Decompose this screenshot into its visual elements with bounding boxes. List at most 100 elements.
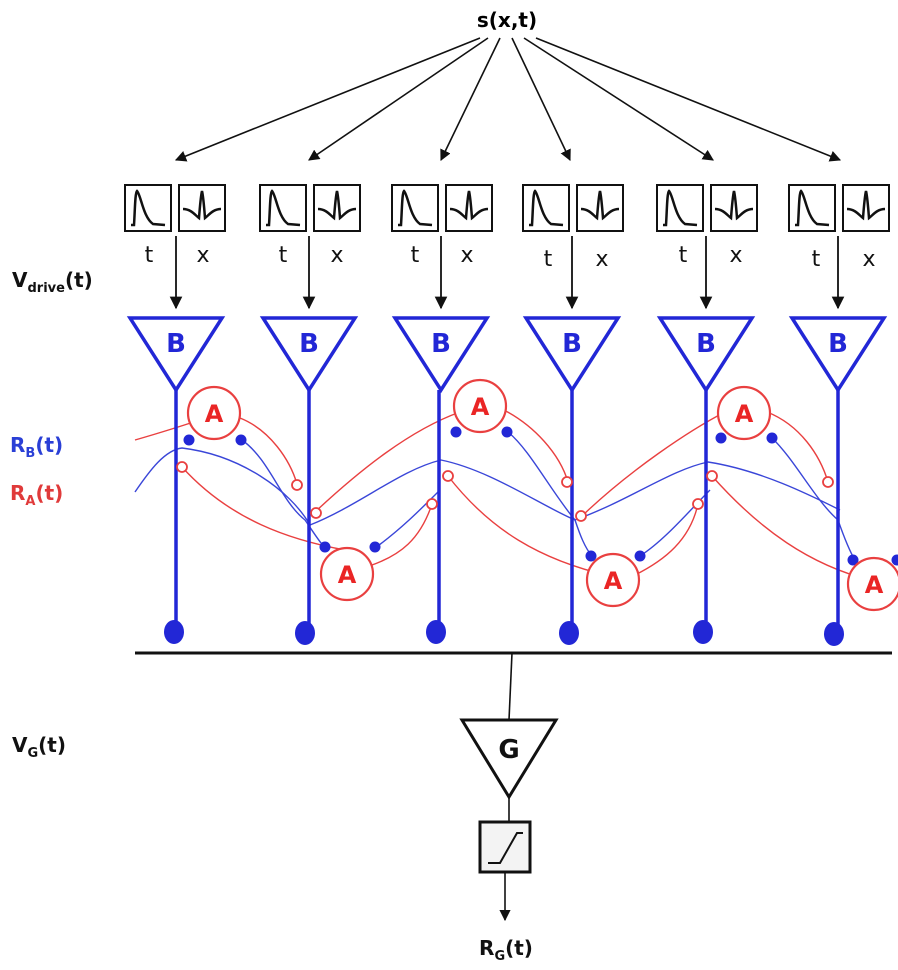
amacrine-cell-1: A (186, 385, 242, 441)
ra-synapse (442, 470, 454, 482)
rb-connection-5 (374, 489, 441, 549)
bipolar-cell-5: B (656, 316, 756, 644)
bipolar-terminal (295, 621, 315, 645)
ra-synapse (310, 507, 322, 519)
temporal-filter-curve (795, 189, 830, 227)
stimulus-arrow-5 (523, 37, 714, 161)
rb-synapse (847, 554, 859, 566)
ra-synapse (291, 479, 303, 491)
ra-connection-11 (634, 503, 699, 576)
synapses (176, 426, 898, 566)
t-label-2: t (279, 243, 288, 268)
connection-lines (134, 407, 871, 581)
bipolar-label: B (696, 329, 716, 359)
vg-label: VG(t) (12, 733, 66, 761)
nonlinearity-box (478, 820, 532, 874)
ganglion-cell: G (459, 718, 559, 800)
amacrine-cell-4: A (585, 552, 641, 608)
ra-synapse (822, 476, 834, 488)
rb-synapse (450, 426, 462, 438)
bipolar-triangle (788, 316, 888, 394)
filter-units (124, 184, 890, 232)
bipolar-triangle (391, 316, 491, 394)
filter-unit-2 (259, 184, 361, 232)
amacrine-body (186, 385, 242, 441)
stimulus-arrow-2 (308, 37, 489, 161)
drive-arrows (169, 236, 845, 310)
rb-connection-7 (639, 489, 711, 557)
rb-synapse (715, 432, 727, 444)
filter-unit-5 (656, 184, 758, 232)
ra-synapse (561, 476, 573, 488)
bipolar-terminal (164, 620, 184, 644)
rb-synapse (501, 426, 513, 438)
ra-connection-9 (711, 475, 871, 581)
x-label-5: x (729, 243, 742, 268)
temporal-filter-box (259, 184, 307, 232)
bipolar-label: B (166, 329, 186, 359)
temporal-filter-curve (663, 189, 698, 227)
bipolar-cell-3: B (391, 316, 491, 644)
rb-connection-1 (134, 447, 311, 526)
bipolar-terminal (559, 621, 579, 645)
temporal-filter-box (391, 184, 439, 232)
stimulus-arrow-6 (535, 37, 842, 162)
x-label-1: x (196, 243, 209, 268)
rb-connection-4 (241, 439, 326, 549)
amacrine-label: A (735, 400, 754, 428)
amacrine-label: A (338, 561, 357, 589)
amacrine-label: A (865, 571, 884, 599)
ra-connection-7 (371, 503, 433, 566)
bipolar-terminal (426, 620, 446, 644)
ra-synapse (176, 461, 188, 473)
rb-connection-8 (771, 437, 856, 561)
bipolar-cell-2: B (259, 316, 359, 645)
bipolar-cell-4: B (522, 316, 622, 645)
bipolar-triangle (522, 316, 622, 394)
filter-axis-labels: t x t x t x t x t x t x (145, 243, 876, 272)
rb-synapse (369, 541, 381, 553)
ra-connection-8 (581, 411, 726, 517)
filter-unit-4 (522, 184, 624, 232)
bipolar-label: B (562, 329, 582, 359)
spatial-filter-curve (714, 190, 754, 221)
amacrine-label: A (604, 567, 623, 595)
ra-synapse (692, 498, 704, 510)
output-label: RG(t) (479, 936, 533, 964)
nonlinearity-curve (488, 832, 523, 864)
amacrine-cell-6: A (846, 556, 898, 612)
x-label-2: x (330, 243, 343, 268)
stimulus-arrow-4 (511, 37, 571, 162)
x-label-4: x (595, 247, 608, 272)
bipolar-label: B (828, 329, 848, 359)
stimulus-arrow-3 (440, 37, 501, 162)
temporal-filter-box (656, 184, 704, 232)
t-label-1: t (145, 243, 154, 268)
stimulus-label: s(x,t) (477, 8, 537, 32)
bipolar-triangle (656, 316, 756, 394)
filter-unit-3 (391, 184, 493, 232)
bipolar-triangle (126, 316, 226, 394)
spatial-filter-curve (846, 190, 886, 221)
stimulus-arrows (174, 37, 842, 162)
amacrine-body (452, 378, 508, 434)
filter-unit-1 (124, 184, 226, 232)
amacrine-body (319, 546, 375, 602)
t-label-4: t (544, 247, 553, 272)
spatial-filter-curve (317, 190, 357, 221)
bipolar-cells: B B B B B B (126, 316, 888, 646)
temporal-filter-curve (398, 189, 433, 227)
ra-connection-5 (447, 475, 611, 577)
temporal-filter-curve (266, 189, 301, 227)
spatial-filter-box (445, 184, 493, 232)
x-label-6: x (862, 247, 875, 272)
bipolar-terminal (824, 622, 844, 646)
bipolar-label: B (299, 329, 319, 359)
spatial-filter-curve (580, 190, 620, 221)
bipolar-terminal (693, 620, 713, 644)
rb-connection-2 (309, 459, 576, 526)
ra-label: RA(t) (10, 481, 63, 509)
ra-synapse (426, 498, 438, 510)
